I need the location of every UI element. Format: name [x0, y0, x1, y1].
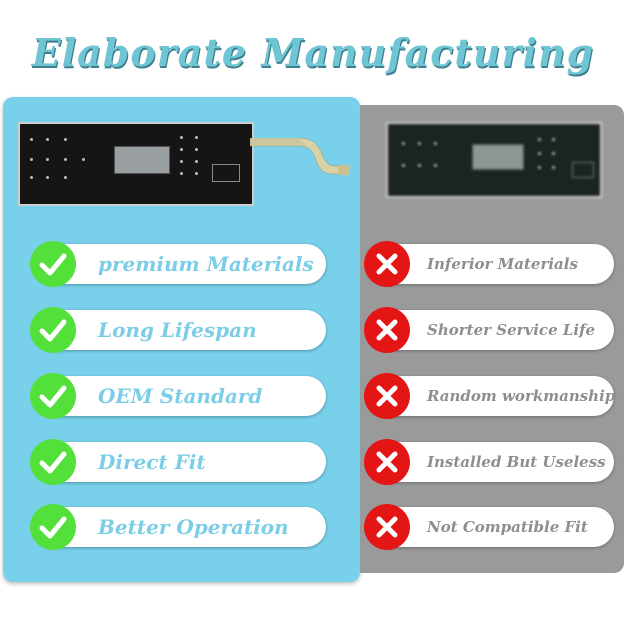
- bad-item-label: Shorter Service Life: [427, 321, 596, 339]
- bad-item-label: Installed But Useless: [427, 453, 606, 471]
- bad-item: Random workmanship: [364, 373, 616, 419]
- check-icon: [30, 373, 76, 419]
- page-title: Elaborate Manufacturing: [31, 30, 595, 75]
- bad-item: Inferior Materials: [364, 241, 614, 287]
- good-item-label: premium Materials: [98, 252, 314, 276]
- good-item: premium Materials: [30, 241, 326, 287]
- good-item: OEM Standard: [30, 373, 326, 419]
- good-item: Long Lifespan: [30, 307, 326, 353]
- bad-item-label: Inferior Materials: [427, 255, 578, 273]
- cross-icon: [364, 307, 410, 353]
- bad-item-label: Not Compatible Fit: [427, 518, 588, 536]
- bad-item: Not Compatible Fit: [364, 504, 614, 550]
- good-item-label: Better Operation: [98, 515, 289, 539]
- cross-icon: [364, 373, 410, 419]
- panel-display: [114, 146, 170, 174]
- good-item: Direct Fit: [30, 439, 326, 485]
- good-item-label: OEM Standard: [98, 384, 263, 408]
- cross-icon: [364, 241, 410, 287]
- bad-item: Shorter Service Life: [364, 307, 614, 353]
- inferior-panel-image: [386, 122, 602, 198]
- good-item-label: Direct Fit: [98, 450, 206, 474]
- check-icon: [30, 307, 76, 353]
- bad-item: Installed But Useless: [364, 439, 614, 485]
- start-button-graphic: [212, 164, 240, 182]
- check-icon: [30, 504, 76, 550]
- check-icon: [30, 241, 76, 287]
- ribbon-cable-image: [250, 138, 350, 175]
- bad-item-label: Random workmanship: [427, 387, 616, 405]
- good-item-label: Long Lifespan: [98, 318, 257, 342]
- good-item: Better Operation: [30, 504, 326, 550]
- cross-icon: [364, 439, 410, 485]
- control-panel-image: [18, 122, 254, 206]
- check-icon: [30, 439, 76, 485]
- cross-icon: [364, 504, 410, 550]
